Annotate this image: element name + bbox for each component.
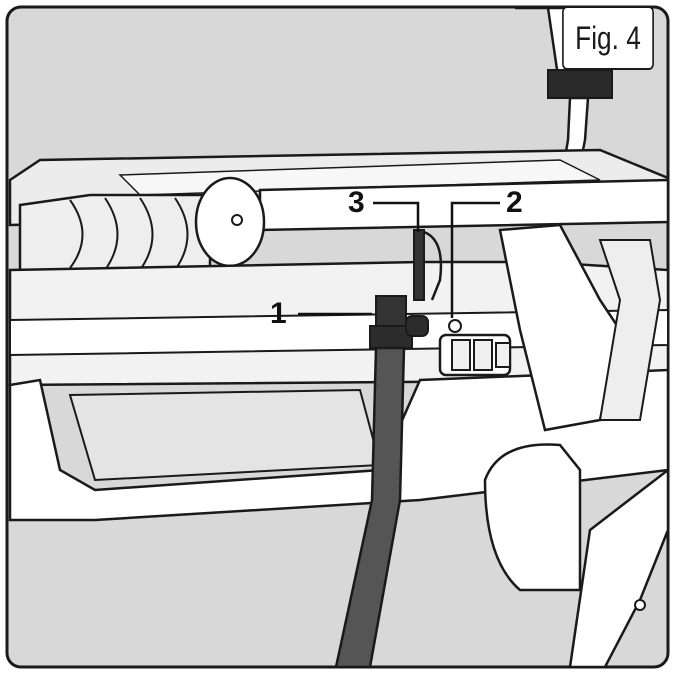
leader-line-2 — [450, 201, 500, 318]
callout-1: 1 — [270, 297, 287, 330]
front-roller — [18, 176, 266, 277]
clip-arm — [423, 230, 443, 301]
wheel — [483, 443, 582, 592]
callout-2: 2 — [506, 186, 523, 219]
inlet-fitting — [438, 319, 512, 377]
figure-label: Fig. 4 — [562, 6, 654, 70]
main-hose — [334, 346, 406, 669]
deck-lower-panel — [68, 388, 382, 482]
rear-leg-collar — [547, 69, 613, 99]
hose-connector — [369, 295, 429, 349]
upper-crossbar — [258, 178, 670, 232]
rear-frame-tube — [598, 239, 662, 421]
leader-line-3 — [373, 201, 420, 232]
retaining-clip — [413, 229, 425, 301]
callout-3: 3 — [348, 186, 365, 219]
